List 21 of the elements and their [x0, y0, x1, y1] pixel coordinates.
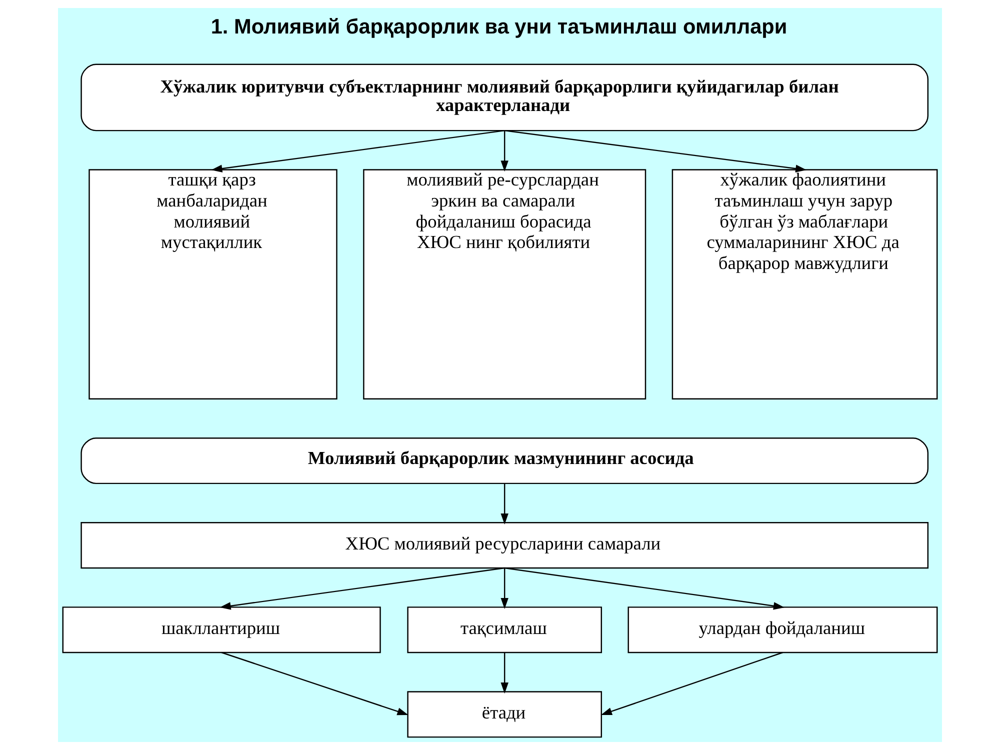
- node-box: молиявий ре-сурслардан эркин ва самарали фойдаланиш борасида ХЮС нинг қобилияти: [363, 169, 646, 400]
- node-box: ётади: [407, 691, 602, 738]
- node-box: Хўжалик юритувчи субъектларнинг молиявий барқарорлиги қуйидагилар билан характерланади: [80, 64, 929, 132]
- node-box: тақсимлаш: [407, 606, 602, 654]
- arrow: [500, 130, 508, 172]
- node-box: улардан фойдаланиш: [628, 606, 938, 654]
- arrow: [504, 567, 785, 610]
- arrow: [221, 652, 408, 716]
- node-box: шакллантириш: [62, 606, 381, 654]
- arrow: [211, 130, 505, 172]
- arrow: [600, 652, 783, 716]
- node-box: хўжалик фаолиятини таъминлаш учун зарур бўлган ўз маблағлари суммаларининг ХЮС да барқарор мавжудлиги: [672, 169, 938, 400]
- arrow: [500, 568, 508, 610]
- diagram-title: 1. Молиявий барқарорлик ва уни таъминлаш омиллари: [210, 15, 788, 38]
- arrow: [500, 483, 508, 524]
- arrow: [500, 652, 508, 694]
- node-box: ташқи қарз манбаларидан молиявий мустақиллик: [88, 169, 338, 400]
- node-box: ХЮС молиявий ресурсларини самарали: [80, 522, 929, 569]
- node-box: Молиявий барқарорлик мазмунининг асосида: [80, 437, 929, 484]
- arrow: [504, 130, 807, 172]
- arrow: [220, 567, 505, 610]
